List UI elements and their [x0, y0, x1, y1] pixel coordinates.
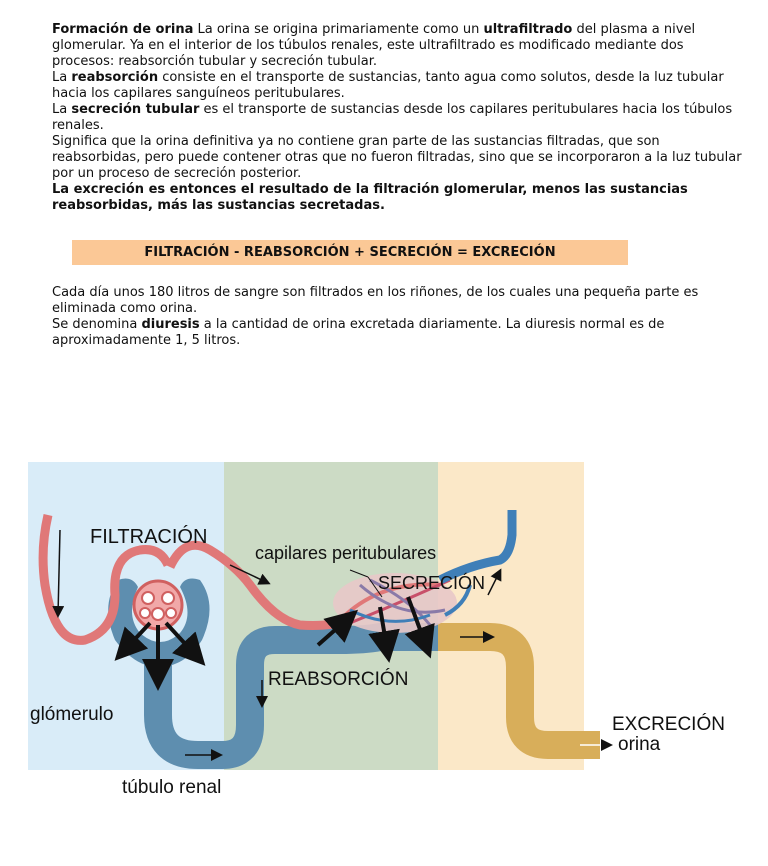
outro-text: Cada día unos 180 litros de sangre son f…	[52, 285, 742, 349]
arrows	[52, 529, 613, 761]
renal-tubule	[144, 623, 440, 769]
paragraph-excrecion: La excreción es entonces el resultado de…	[52, 182, 688, 213]
label-tubulo: túbulo renal	[122, 777, 221, 798]
label-secrecion: SECRECIÓN	[378, 572, 485, 593]
label-filtracion: FILTRACIÓN	[90, 525, 207, 548]
paragraph-reabsorcion: La reabsorción consiste en el transporte…	[52, 70, 724, 101]
intro-text: Formación de orina La orina se origina p…	[52, 22, 742, 214]
label-glomerulo: glómerulo	[30, 704, 113, 725]
label-orina: orina	[618, 734, 661, 755]
label-capilares: capilares peritubulares	[255, 543, 436, 563]
paragraph-significa: Significa que la orina definitiva ya no …	[52, 134, 742, 181]
collecting-tubule	[438, 623, 600, 759]
label-reabsorcion: REABSORCIÓN	[268, 668, 408, 690]
paragraph-diuresis: Se denomina diuresis a la cantidad de or…	[52, 317, 665, 348]
glomerulus-tuft	[132, 579, 184, 631]
afferent-arteriole	[38, 513, 173, 645]
paragraph-formacion: Formación de orina La orina se origina p…	[52, 22, 696, 69]
formula-banner: FILTRACIÓN - REABSORCIÓN + SECRECIÓN = E…	[72, 240, 628, 265]
heading-formacion: Formación de orina	[52, 22, 194, 37]
paragraph-litros: Cada día unos 180 litros de sangre son f…	[52, 285, 699, 316]
nephron-diagram: FILTRACIÓN capilares peritubulares SECRE…	[0, 455, 768, 805]
paragraph-secrecion: La secreción tubular es el transporte de…	[52, 102, 733, 133]
efferent-arteriole	[165, 540, 352, 630]
label-excrecion: EXCRECIÓN	[612, 713, 725, 735]
nephron-svg: FILTRACIÓN capilares peritubulares SECRE…	[28, 462, 725, 798]
